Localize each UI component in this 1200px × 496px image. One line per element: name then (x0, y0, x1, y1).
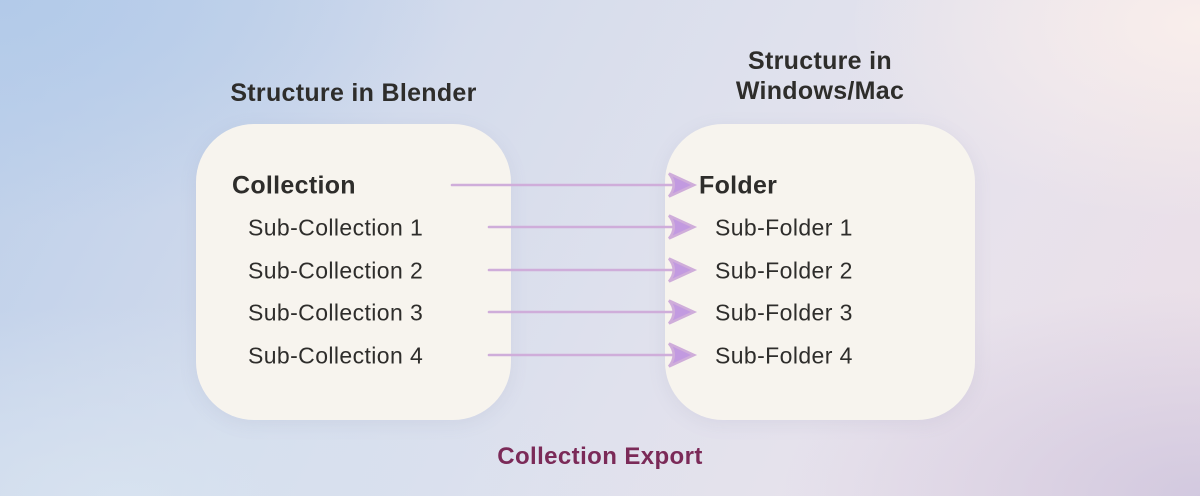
sub-folder-2: Sub-Folder 2 (715, 257, 853, 284)
sub-folder-4: Sub-Folder 4 (715, 342, 853, 369)
arrow-sub-4 (487, 342, 696, 368)
sub-collection-2: Sub-Collection 2 (248, 257, 424, 284)
blender-structure-panel: Collection Sub-Collection 1 Sub-Collecti… (196, 124, 511, 420)
arrow-sub-2 (487, 257, 696, 283)
right-panel-title-line2: Windows/Mac (735, 77, 905, 105)
left-panel-title-text: Structure in Blender (230, 79, 477, 107)
sub-collection-3: Sub-Collection 3 (248, 299, 424, 326)
collection-header: Collection (232, 171, 356, 200)
folder-header: Folder (699, 171, 778, 200)
sub-collection-4: Sub-Collection 4 (248, 342, 424, 369)
sub-collection-1: Sub-Collection 1 (248, 214, 424, 241)
left-panel-title: Structure in Blender (196, 78, 511, 108)
arrow-sub-1 (487, 214, 696, 240)
right-panel-title: Structure in Windows/Mac (655, 46, 985, 106)
arrow-sub-3 (487, 299, 696, 325)
sub-folder-3: Sub-Folder 3 (715, 299, 853, 326)
diagram-caption: Collection Export (497, 443, 703, 470)
sub-folder-1: Sub-Folder 1 (715, 214, 853, 241)
os-structure-panel: Folder Sub-Folder 1 Sub-Folder 2 Sub-Fol… (665, 124, 975, 420)
right-panel-title-line1: Structure in (748, 47, 892, 75)
